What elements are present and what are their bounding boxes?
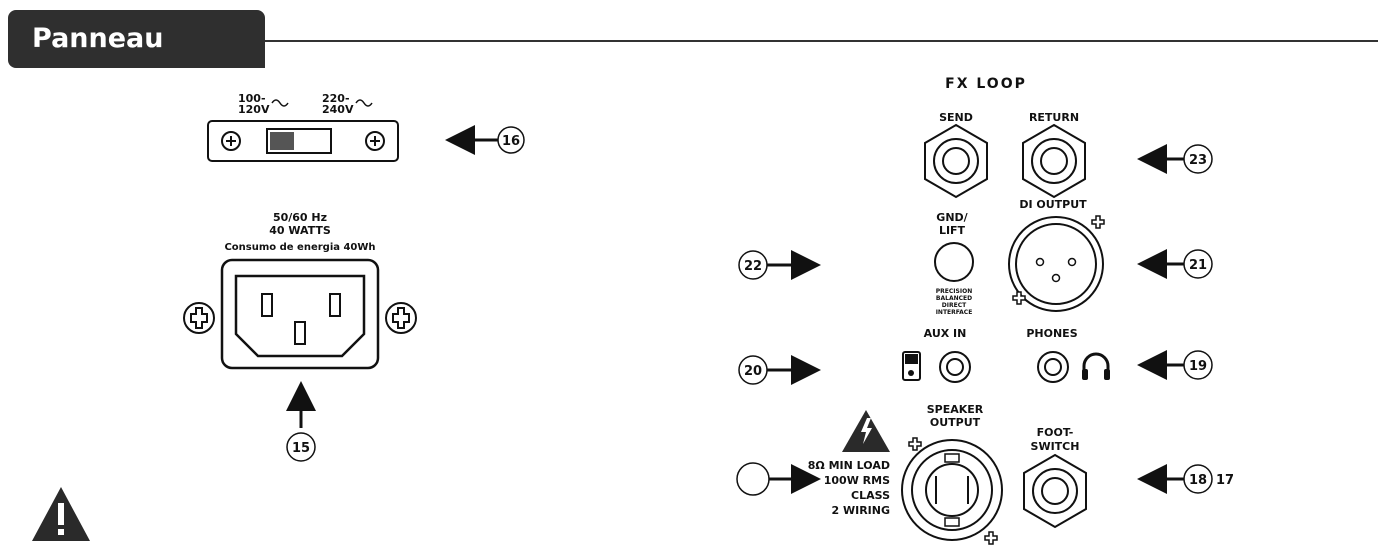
footswitch-label-1: FOOT- (1037, 426, 1074, 439)
gnd-label: GND/ (936, 211, 968, 224)
voltage-low-line2: 120V (238, 103, 270, 116)
speaker-rating-2: 100W RMS (824, 474, 890, 487)
iec-power-inlet[interactable] (220, 258, 380, 370)
phones-label: PHONES (1026, 327, 1077, 340)
di-caption-1: PRECISION (936, 288, 972, 295)
footswitch-label-2: SWITCH (1031, 440, 1080, 453)
gnd-lift-button[interactable] (934, 242, 974, 282)
speaker-output-label-1: SPEAKER (927, 403, 984, 416)
aux-in-label: AUX IN (924, 327, 967, 340)
ac-wave-icon (271, 99, 289, 107)
callout-16-label: 16 (502, 134, 520, 149)
screw-icon (1091, 215, 1105, 229)
screw-icon (984, 531, 998, 545)
callout-16 (497, 126, 525, 154)
di-caption-3: DIRECT (942, 302, 967, 309)
send-label: SEND (939, 111, 973, 124)
callout-22 (738, 250, 768, 280)
callout-18-label: 18 (1189, 473, 1207, 488)
callout-15 (286, 432, 316, 462)
speaker-output-label-2: OUTPUT (930, 416, 981, 429)
di-output-xlr-jack[interactable] (1008, 216, 1104, 312)
section-title: Panneau arrière (8, 10, 265, 112)
send-jack[interactable] (924, 123, 988, 199)
power-frequency: 50/60 Hz (273, 211, 327, 224)
fx-loop-title: FX LOOP (945, 76, 1027, 92)
di-output-label: DI OUTPUT (1019, 198, 1087, 211)
voltage-low-line1: 100- (238, 92, 266, 105)
lift-label: LIFT (939, 224, 966, 237)
callout-23 (1183, 144, 1213, 174)
di-caption-4: INTERFACE (936, 309, 973, 316)
callout-17-label: 17 (1216, 473, 1234, 488)
callout-19 (1183, 350, 1213, 380)
return-jack[interactable] (1022, 123, 1086, 199)
ac-wave-icon (355, 99, 373, 107)
callout-19-label: 19 (1189, 359, 1207, 374)
aux-in-jack[interactable] (939, 351, 971, 383)
return-label: RETURN (1029, 111, 1079, 124)
callout-18 (1183, 464, 1213, 494)
header-rule (265, 40, 1378, 42)
callout-22-label: 22 (744, 259, 762, 274)
mount-screw-icon (183, 302, 215, 334)
voltage-high-line1: 220- (322, 92, 350, 105)
speaker-output-speakon-jack[interactable] (901, 439, 1003, 541)
callout-17-left (736, 462, 770, 496)
phones-jack[interactable] (1037, 351, 1069, 383)
voltage-selector-switch[interactable] (207, 120, 399, 162)
mount-screw-icon (385, 302, 417, 334)
power-consumption: Consumo de energia 40Wh (224, 242, 375, 253)
di-caption-2: BALANCED (936, 295, 972, 302)
callout-20-label: 20 (744, 364, 762, 379)
callout-21-label: 21 (1189, 258, 1207, 273)
screw-icon (1012, 291, 1026, 305)
speaker-rating-3: CLASS (851, 489, 890, 502)
headphones-icon (1082, 352, 1110, 380)
voltage-high-line2: 240V (322, 103, 354, 116)
screw-icon (908, 437, 922, 451)
speaker-rating-4: 2 WIRING (831, 504, 890, 517)
footswitch-jack[interactable] (1023, 453, 1087, 529)
callout-23-label: 23 (1189, 153, 1207, 168)
high-voltage-warning-icon (842, 410, 890, 452)
speaker-rating-1: 8Ω MIN LOAD (808, 459, 890, 472)
callout-20 (738, 355, 768, 385)
callout-21 (1183, 249, 1213, 279)
warning-icon (32, 487, 90, 541)
power-watts: 40 WATTS (269, 224, 331, 237)
media-player-icon (902, 351, 921, 381)
callout-15-label: 15 (292, 441, 310, 456)
